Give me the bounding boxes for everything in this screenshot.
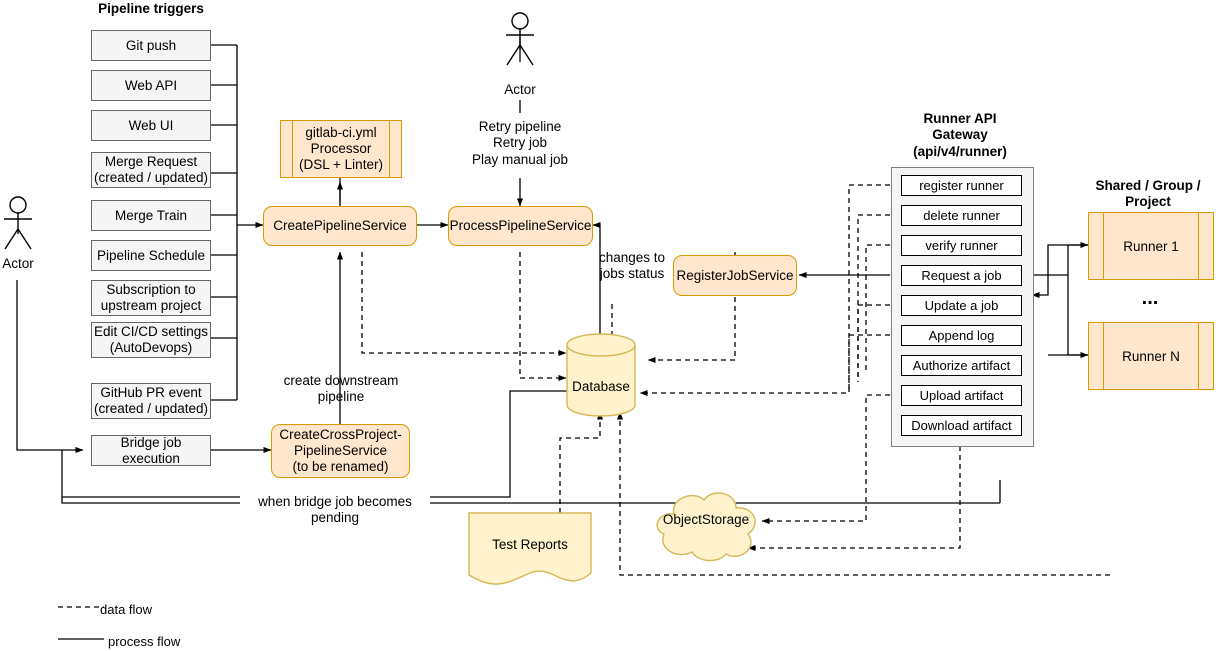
- actor-left-icon: [4, 196, 32, 250]
- runner-n-label: Runner N: [1122, 348, 1180, 364]
- runner-1[interactable]: Runner 1: [1088, 212, 1214, 280]
- edge-label-changes-to-jobs-status: changes to jobs status: [598, 250, 666, 282]
- runner-bar-right: [1198, 323, 1199, 389]
- trigger-merge-train[interactable]: Merge Train: [91, 200, 211, 231]
- trigger-bridge-job-execution[interactable]: Bridge job execution: [91, 435, 211, 466]
- process-pipeline-service[interactable]: ProcessPipelineService: [448, 206, 593, 246]
- runner-bar-left: [1103, 213, 1104, 279]
- trigger-github-pr-event[interactable]: GitHub PR event (created / updated): [91, 383, 211, 419]
- object-storage-label: ObjectStorage: [662, 512, 750, 527]
- legend-process-flow-label: process flow: [108, 634, 181, 649]
- edge-label-bridge-pending: when bridge job becomes pending: [240, 494, 430, 527]
- test-reports-shape[interactable]: [468, 512, 592, 587]
- gitlab-ci-yml-processor-label: gitlab-ci.yml Processor (DSL + Linter): [299, 124, 383, 173]
- database-shape[interactable]: [566, 333, 636, 417]
- trigger-pipeline-schedule[interactable]: Pipeline Schedule: [91, 240, 211, 271]
- actor-top-label: Actor: [504, 82, 536, 97]
- trigger-web-api[interactable]: Web API: [91, 70, 211, 101]
- create-pipeline-service[interactable]: CreatePipelineService: [263, 206, 417, 246]
- legend-data-flow-label: data flow: [100, 602, 153, 617]
- runner-bar-right: [1198, 213, 1199, 279]
- legend-process-flow-line: [58, 638, 104, 640]
- create-cross-project-pipeline-service[interactable]: CreateCrossProject- PipelineService (to …: [271, 424, 410, 478]
- trigger-web-ui[interactable]: Web UI: [91, 110, 211, 141]
- api-endpoint-append-log[interactable]: Append log: [901, 325, 1022, 346]
- test-reports-label: Test Reports: [492, 537, 568, 552]
- runners-ellipsis: ...: [1141, 287, 1159, 309]
- trigger-git-push[interactable]: Git push: [91, 30, 211, 61]
- object-storage-shape[interactable]: [650, 490, 762, 562]
- legend-data-flow-line: [58, 606, 104, 608]
- api-endpoint-verify-runner[interactable]: verify runner: [901, 235, 1022, 256]
- runner-api-gateway-title: Runner API Gateway (api/v4/runner): [913, 111, 1007, 159]
- pipeline-triggers-heading: Pipeline triggers: [98, 1, 204, 16]
- api-endpoint-request-a-job[interactable]: Request a job: [901, 265, 1022, 286]
- edge-label-retry: Retry pipeline Retry job Play manual job: [471, 119, 569, 167]
- api-endpoint-register-runner[interactable]: register runner: [901, 175, 1022, 196]
- process-bar-left: [292, 121, 293, 177]
- register-job-service[interactable]: RegisterJobService: [673, 255, 797, 296]
- trigger-merge-request[interactable]: Merge Request (created / updated): [91, 152, 211, 188]
- edge-label-create-downstream-pipeline: create downstream pipeline: [283, 373, 399, 405]
- process-bar-right: [389, 121, 390, 177]
- runner-n[interactable]: Runner N: [1088, 322, 1214, 390]
- actor-left-label: Actor: [2, 256, 34, 271]
- api-endpoint-download-artifact[interactable]: Download artifact: [901, 415, 1022, 436]
- trigger-subscription-upstream[interactable]: Subscription to upstream project: [91, 280, 211, 316]
- api-endpoint-upload-artifact[interactable]: Upload artifact: [901, 385, 1022, 406]
- actor-top-icon: [506, 12, 534, 66]
- api-endpoint-authorize-artifact[interactable]: Authorize artifact: [901, 355, 1022, 376]
- database-label: Database: [572, 379, 630, 394]
- gitlab-ci-yml-processor[interactable]: gitlab-ci.yml Processor (DSL + Linter): [280, 120, 402, 178]
- runner-1-label: Runner 1: [1123, 238, 1179, 254]
- runner-bar-left: [1103, 323, 1104, 389]
- api-endpoint-update-a-job[interactable]: Update a job: [901, 295, 1022, 316]
- trigger-edit-cicd-settings[interactable]: Edit CI/CD settings (AutoDevops): [91, 322, 211, 358]
- api-endpoint-delete-runner[interactable]: delete runner: [901, 205, 1022, 226]
